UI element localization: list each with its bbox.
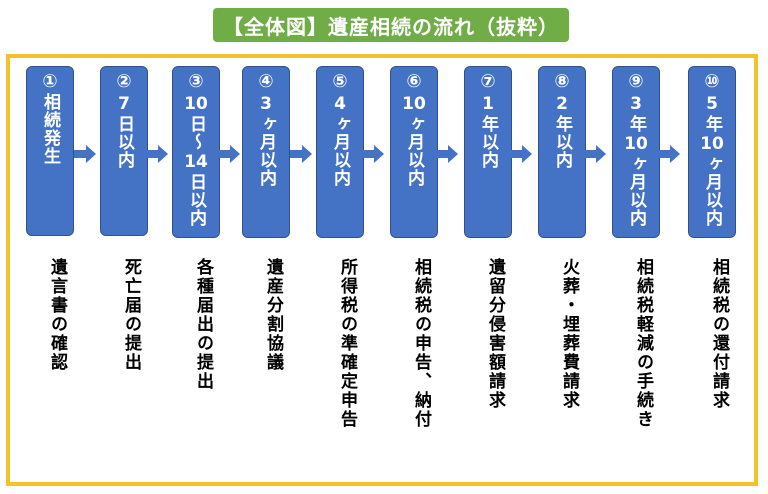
arrow-3 <box>218 145 240 163</box>
step-9-period-unit-2: ヶ月以内 <box>626 155 646 227</box>
step-1-box: ① 相続発生 <box>26 66 74 236</box>
arrow-6 <box>436 145 458 163</box>
arrow-5 <box>362 145 384 163</box>
arrow-1 <box>74 145 96 163</box>
step-7-box: ⑦ 1 年以内 <box>464 66 512 238</box>
arrow-8 <box>584 145 606 163</box>
step-9-period-years: 3 <box>630 94 642 114</box>
step-2-period-number: 7 <box>118 94 130 114</box>
step-6-box: ⑥ 10 ヶ月以内 <box>390 66 438 238</box>
arrow-9 <box>658 145 680 163</box>
step-6-period-number: 10 <box>402 94 426 114</box>
step-9-number: ⑨ <box>628 71 644 92</box>
step-3-period-unit-2: 日以内 <box>186 173 206 227</box>
step-4-description: 遺産分割協議 <box>263 258 283 372</box>
step-7-period-number: 1 <box>482 94 494 114</box>
step-10-description: 相続税の還付請求 <box>709 258 729 410</box>
step-3-period-unit-1: 日～ <box>186 115 206 151</box>
step-2-number: ② <box>116 71 132 92</box>
step-1-number: ① <box>42 71 58 92</box>
arrow-2 <box>146 145 168 163</box>
step-8-description: 火葬・埋葬費請求 <box>559 258 579 410</box>
step-4-period-number: 3 <box>260 94 272 114</box>
step-3-description: 各種届出の提出 <box>193 258 213 391</box>
step-2-period-unit: 日以内 <box>114 115 134 169</box>
step-7-description: 遺留分侵害額請求 <box>485 258 505 410</box>
step-10-period-months: 10 <box>700 134 724 154</box>
step-2-description: 死亡届の提出 <box>121 258 141 372</box>
step-5-period-unit: ヶ月以内 <box>330 115 350 187</box>
step-6-description: 相続税の申告、納付 <box>411 258 431 429</box>
step-3-period-end: 14 <box>184 152 208 172</box>
step-9-description: 相続税軽減の手続き <box>633 258 653 429</box>
step-1-period: 相続発生 <box>40 93 60 165</box>
step-10-number: ⑩ <box>704 71 720 92</box>
step-6-number: ⑥ <box>406 71 422 92</box>
step-8-number: ⑧ <box>554 71 570 92</box>
step-10-period-years: 5 <box>706 94 718 114</box>
step-2-box: ② 7 日以内 <box>100 66 148 236</box>
step-5-period-number: 4 <box>334 94 346 114</box>
arrow-4 <box>290 145 312 163</box>
step-3-box: ③ 10 日～ 14 日以内 <box>172 66 220 238</box>
step-5-description: 所得税の準確定申告 <box>337 258 357 429</box>
step-9-period-unit-1: 年 <box>626 115 646 133</box>
step-4-number: ④ <box>258 71 274 92</box>
step-9-period-months: 10 <box>624 134 648 154</box>
step-3-number: ③ <box>188 71 204 92</box>
step-7-number: ⑦ <box>480 71 496 92</box>
step-10-box: ⑩ 5 年 10 ヶ月以内 <box>688 66 736 238</box>
step-5-number: ⑤ <box>332 71 348 92</box>
step-4-period-unit: ヶ月以内 <box>256 115 276 187</box>
step-8-period-unit: 年以内 <box>552 115 572 169</box>
step-3-period-start: 10 <box>184 94 208 114</box>
step-1-description: 遺言書の確認 <box>47 258 67 372</box>
step-8-period-number: 2 <box>556 94 568 114</box>
arrow-7 <box>510 145 532 163</box>
step-8-box: ⑧ 2 年以内 <box>538 66 586 238</box>
step-6-period-unit: ヶ月以内 <box>404 115 424 187</box>
step-4-box: ④ 3 ヶ月以内 <box>242 66 290 238</box>
step-5-box: ⑤ 4 ヶ月以内 <box>316 66 364 238</box>
step-10-period-unit-2: ヶ月以内 <box>702 155 722 227</box>
diagram-title: 【全体図】遺産相続の流れ（抜粋） <box>213 8 569 42</box>
step-7-period-unit: 年以内 <box>478 115 498 169</box>
step-10-period-unit-1: 年 <box>702 115 722 133</box>
step-9-box: ⑨ 3 年 10 ヶ月以内 <box>612 66 660 238</box>
